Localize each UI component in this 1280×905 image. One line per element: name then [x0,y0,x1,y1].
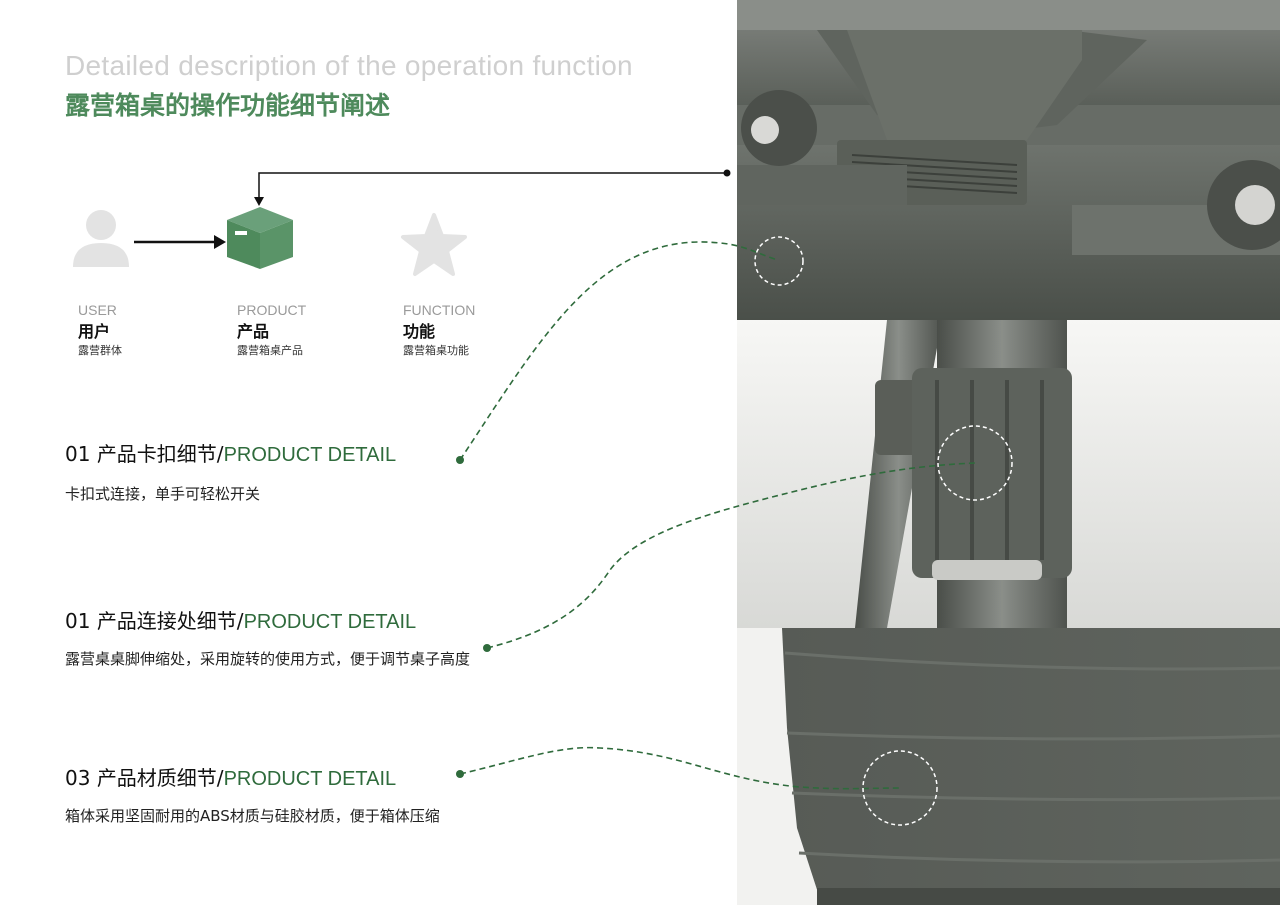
section-latch-title: 01 产品卡扣细节/PRODUCT DETAIL [65,438,475,467]
callout-line-connection [486,462,976,649]
callout-dot-latch [456,456,464,464]
material-detail-illustration [782,628,1280,905]
section-connection-desc: 露营桌桌脚伸缩处，采用旋转的使用方式，便于调节桌子高度 [65,650,471,668]
product-connector-dot [723,169,731,177]
product-connector-arrow [254,197,264,206]
section-material-title-zh: 产品材质细节/ [96,766,224,790]
flow-product-title: 产品 [237,322,270,341]
flow-product-label: PRODUCT [237,302,307,318]
latch-detail-illustration [737,0,1280,320]
callout-dot-material [456,770,464,778]
star-icon [400,212,468,278]
box-icon [225,205,295,271]
section-material-title-en: PRODUCT DETAIL [223,768,397,790]
flow-user-label: USER [78,302,117,318]
flow-user-title: 用户 [78,322,111,341]
section-connection-num: 01 [65,609,91,633]
section-latch-title-en: PRODUCT DETAIL [223,444,397,466]
flow-function-label: FUNCTION [403,302,476,318]
callout-circle-connection [937,425,1013,501]
callout-line-material [459,746,901,790]
section-material: 03 产品材质细节/PRODUCT DETAIL 箱体采用坚固耐用的ABS材质与… [65,762,475,830]
material-detail-photo [737,628,1280,905]
section-connection-title-zh: 产品连接处细节/ [96,609,244,633]
callout-circle-material [862,750,938,826]
section-latch-num: 01 [65,442,91,466]
flow-function-title: 功能 [403,322,436,341]
callout-dot-connection [483,644,491,652]
section-connection: 01 产品连接处细节/PRODUCT DETAIL 露营桌桌脚伸缩处，采用旋转的… [65,605,475,673]
section-latch: 01 产品卡扣细节/PRODUCT DETAIL 卡扣式连接，单手可轻松开关 [65,438,475,508]
leg-connection-photo [737,320,1280,628]
callout-circle-latch [754,236,804,286]
section-latch-title-zh: 产品卡扣细节/ [96,442,224,466]
page-title-zh: 露营箱桌的操作功能细节阐述 [65,91,391,120]
section-latch-desc: 卡扣式连接，单手可轻松开关 [65,485,261,503]
leg-connection-illustration [737,320,1280,628]
latch-detail-photo [737,0,1280,320]
callout-line-latch [459,241,779,461]
flow-user-sub: 露营群体 [78,344,122,357]
user-icon [70,205,132,269]
page-title-en: Detailed description of the operation fu… [65,50,633,81]
flow-product: PRODUCT 产品 露营箱桌产品 [237,302,306,358]
section-connection-title-en: PRODUCT DETAIL [243,611,417,633]
section-material-num: 03 [65,766,91,790]
flow-user: USER 用户 露营群体 [78,302,122,358]
section-material-title: 03 产品材质细节/PRODUCT DETAIL [65,762,475,791]
section-material-desc: 箱体采用坚固耐用的ABS材质与硅胶材质，便于箱体压缩 [65,807,440,825]
flow-product-sub: 露营箱桌产品 [237,344,303,357]
flow-function-sub: 露营箱桌功能 [403,344,469,357]
flow-arrow [134,232,226,252]
section-connection-title: 01 产品连接处细节/PRODUCT DETAIL [65,605,475,634]
product-connector-line [258,172,727,200]
flow-function: FUNCTION 功能 露营箱桌功能 [403,302,475,358]
